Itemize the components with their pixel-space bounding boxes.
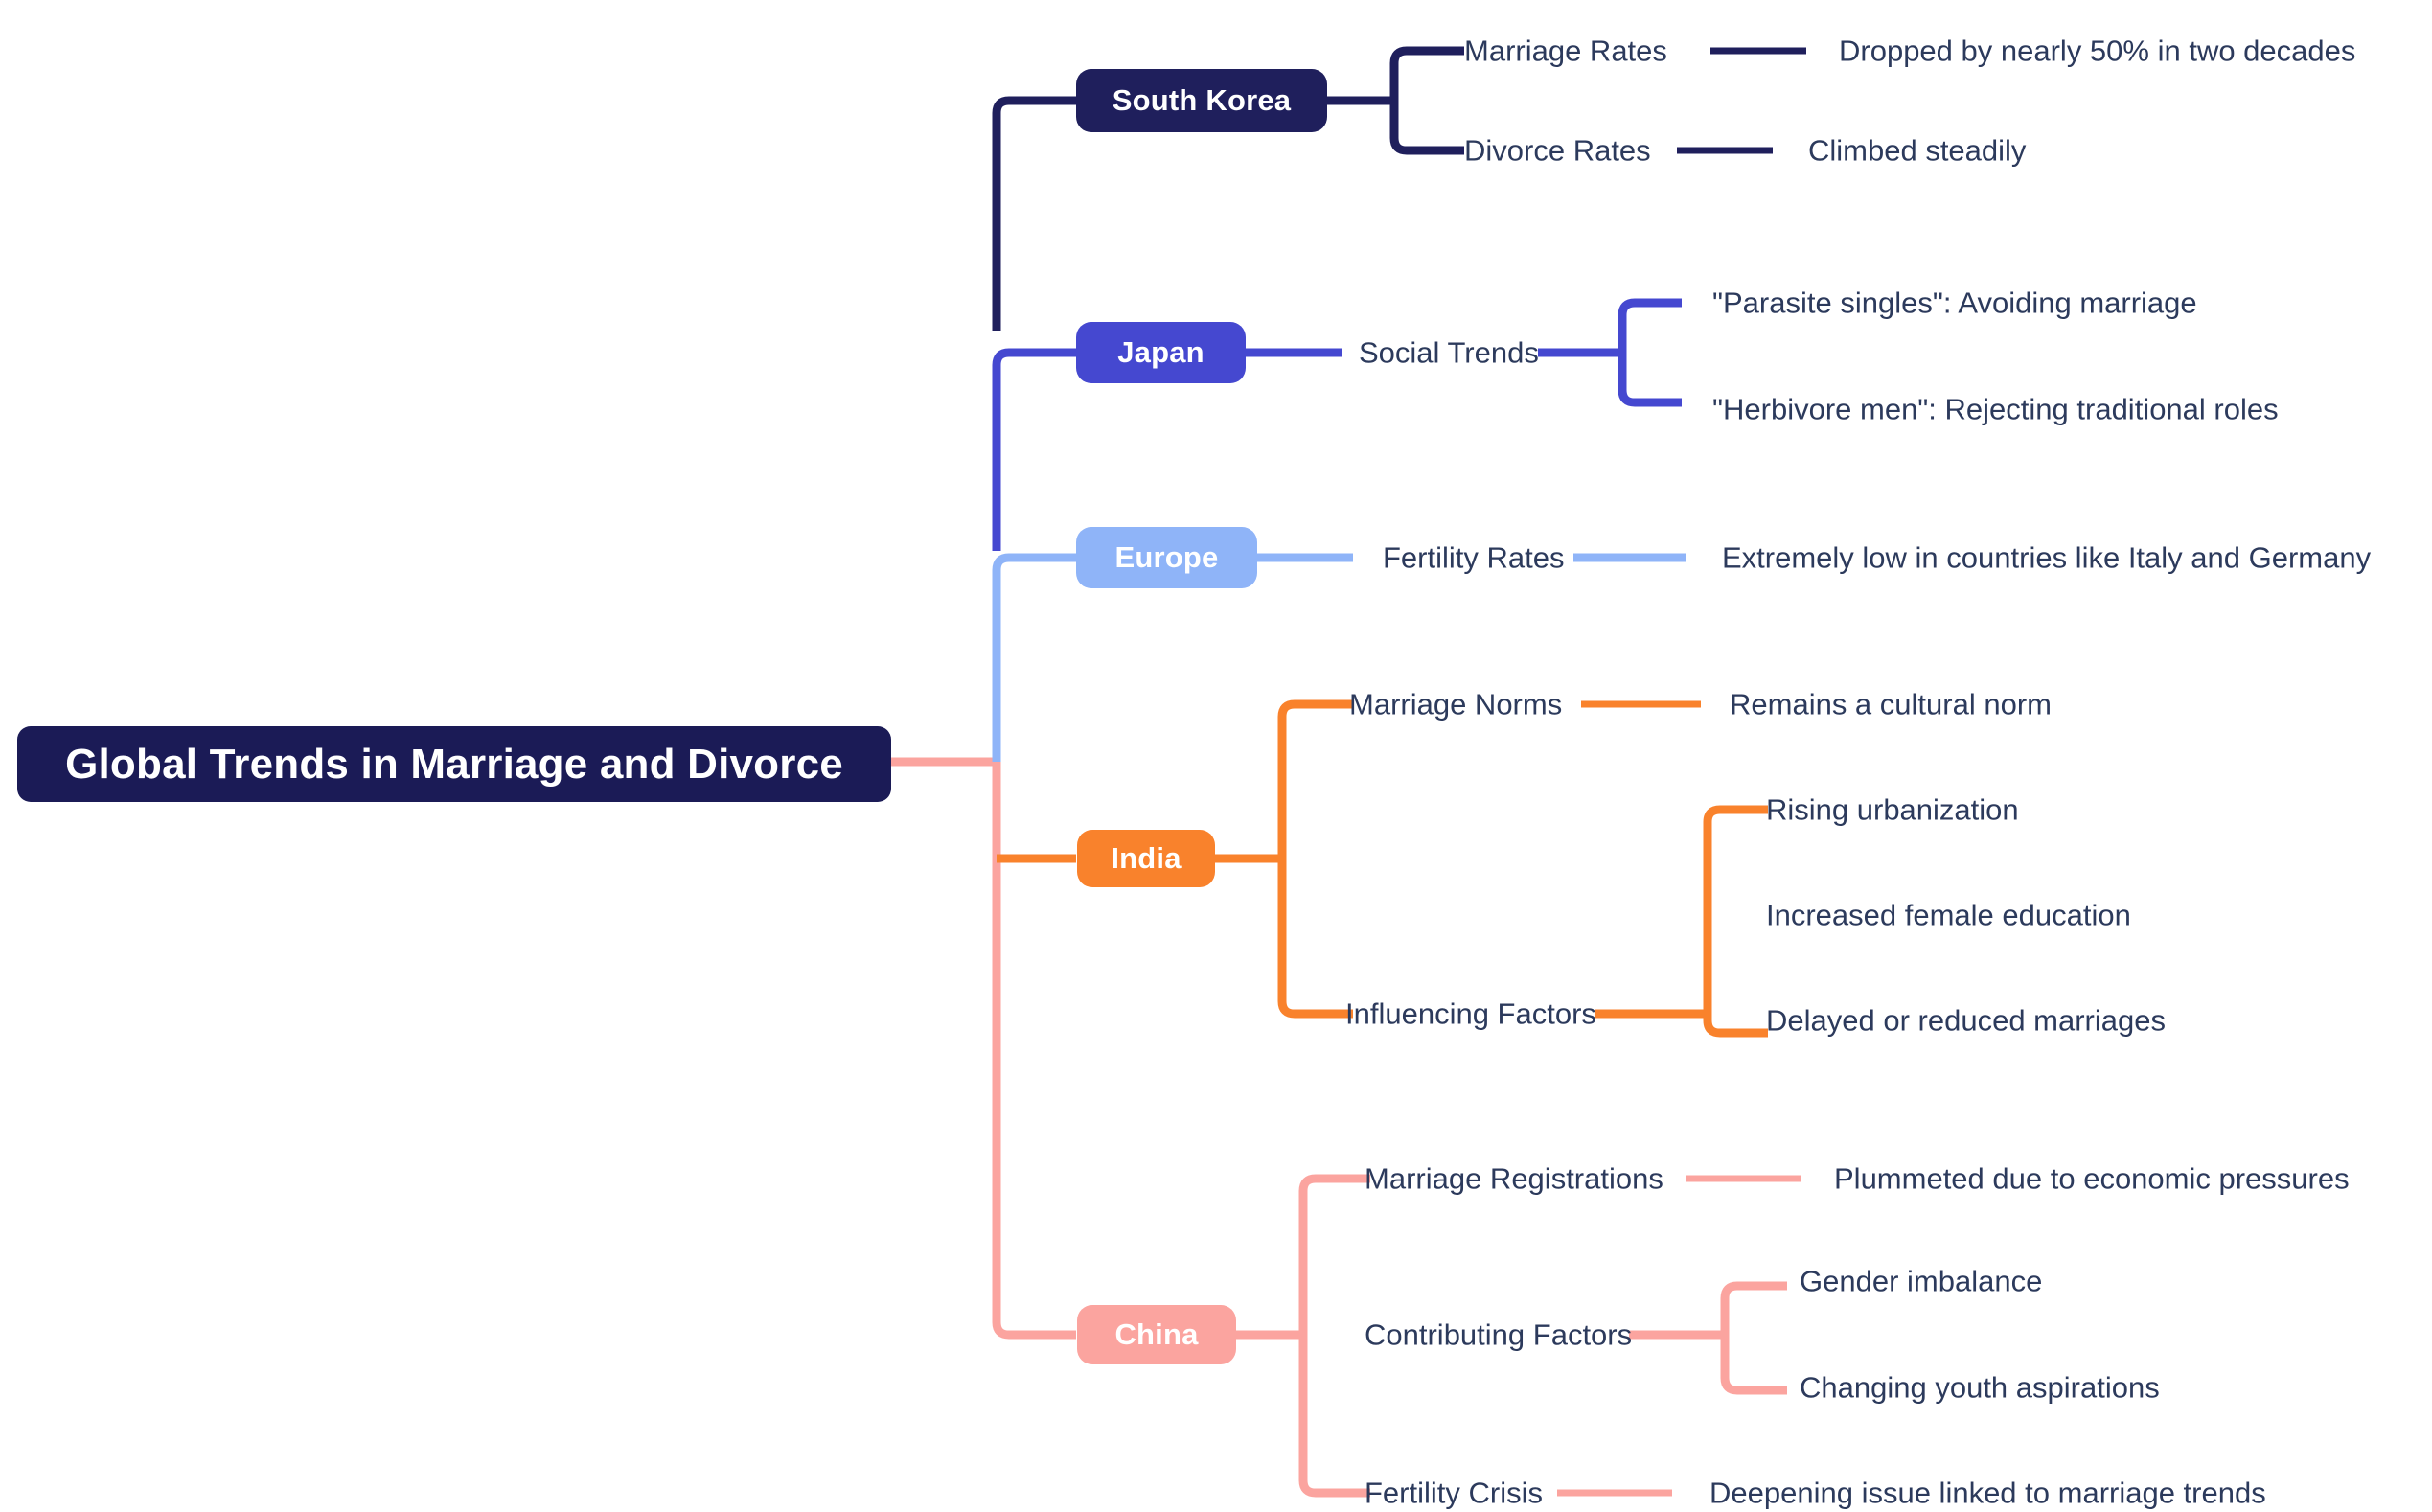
node-in-delayed-marriages[interactable]: Delayed or reduced marriages <box>1766 1003 2166 1038</box>
node-jp-herbivore-men[interactable]: "Herbivore men": Rejecting traditional r… <box>1712 392 2279 426</box>
branch-node-japan[interactable]: Japan <box>1076 322 1246 383</box>
branch-node-europe[interactable]: Europe <box>1076 527 1257 588</box>
node-in-influencing-factors[interactable]: Influencing Factors <box>1345 997 1596 1031</box>
link-cn-bracket <box>1298 1174 1370 1498</box>
node-sk-marriage-rates[interactable]: Marriage Rates <box>1464 34 1667 68</box>
link-jp-bracket <box>1618 298 1682 407</box>
link-sk-bracket <box>1389 46 1464 155</box>
node-cn-marriage-registrations-detail[interactable]: Plummeted due to economic pressures <box>1834 1161 2350 1196</box>
node-jp-parasite-singles[interactable]: "Parasite singles": Avoiding marriage <box>1712 286 2197 320</box>
node-jp-social-trends[interactable]: Social Trends <box>1359 335 1539 370</box>
node-cn-fertility-crisis[interactable]: Fertility Crisis <box>1365 1476 1543 1510</box>
node-cn-fertility-crisis-detail[interactable]: Deepening issue linked to marriage trend… <box>1709 1476 2266 1510</box>
node-sk-divorce-rates[interactable]: Divorce Rates <box>1464 133 1651 168</box>
root-node-label: Global Trends in Marriage and Divorce <box>65 740 843 788</box>
link-in-factors-bracket <box>1703 805 1768 1038</box>
branch-label-europe: Europe <box>1114 540 1219 574</box>
node-cn-youth-aspirations[interactable]: Changing youth aspirations <box>1800 1370 2160 1405</box>
link-root-japan <box>992 348 1076 551</box>
node-sk-marriage-rates-detail[interactable]: Dropped by nearly 50% in two decades <box>1839 34 2356 68</box>
branch-node-china[interactable]: China <box>1077 1305 1236 1364</box>
branch-label-japan: Japan <box>1117 335 1205 369</box>
node-in-female-education[interactable]: Increased female education <box>1766 898 2131 932</box>
branch-label-china: China <box>1114 1317 1199 1351</box>
node-eu-fertility-rates[interactable]: Fertility Rates <box>1383 540 1565 575</box>
link-root-south-korea <box>992 96 1076 331</box>
node-cn-marriage-registrations[interactable]: Marriage Registrations <box>1365 1161 1663 1196</box>
node-in-rising-urbanization[interactable]: Rising urbanization <box>1766 792 2019 827</box>
branch-node-india[interactable]: India <box>1077 830 1215 887</box>
node-in-marriage-norms-detail[interactable]: Remains a cultural norm <box>1730 687 2052 722</box>
node-cn-contributing-factors[interactable]: Contributing Factors <box>1365 1317 1633 1352</box>
node-sk-divorce-rates-detail[interactable]: Climbed steadily <box>1808 133 2027 168</box>
root-node[interactable]: Global Trends in Marriage and Divorce <box>17 726 891 802</box>
branch-label-india: India <box>1111 841 1182 875</box>
branch-label-south-korea: South Korea <box>1112 83 1292 117</box>
branch-node-south-korea[interactable]: South Korea <box>1076 69 1327 132</box>
node-in-marriage-norms[interactable]: Marriage Norms <box>1349 687 1563 722</box>
link-root-china <box>992 1321 1076 1340</box>
node-eu-fertility-rates-detail[interactable]: Extremely low in countries like Italy an… <box>1722 540 2372 575</box>
link-in-bracket <box>1277 699 1353 1019</box>
link-root-europe <box>992 553 1076 762</box>
link-cn-factors-bracket <box>1720 1281 1787 1395</box>
node-cn-gender-imbalance[interactable]: Gender imbalance <box>1800 1264 2043 1298</box>
